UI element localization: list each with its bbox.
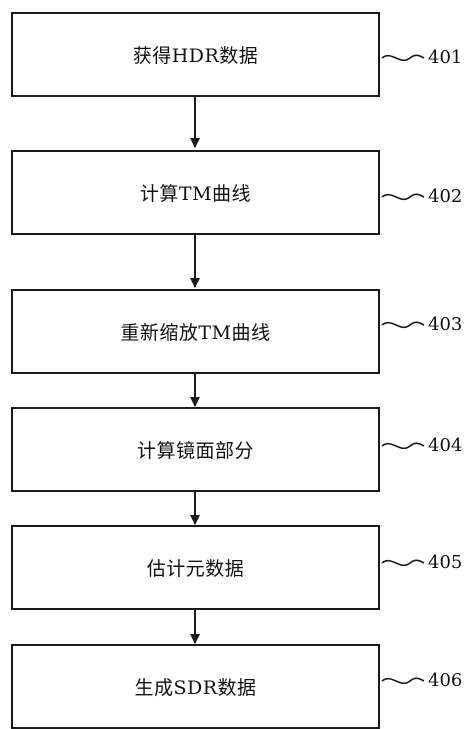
leader-line-403 bbox=[381, 321, 425, 329]
step-box-401: 获得HDR数据 bbox=[11, 12, 380, 97]
leader-line-402 bbox=[381, 193, 425, 201]
ref-number-402: 402 bbox=[428, 186, 463, 207]
step-label-402: 计算TM曲线 bbox=[139, 183, 252, 205]
step-label-405: 估计元数据 bbox=[146, 558, 245, 580]
leader-line-405 bbox=[381, 559, 425, 567]
step-box-402: 计算TM曲线 bbox=[11, 150, 380, 235]
ref-number-403: 403 bbox=[428, 314, 463, 335]
ref-number-406: 406 bbox=[428, 670, 463, 691]
step-label-403: 重新缩放TM曲线 bbox=[120, 322, 271, 344]
step-label-401: 获得HDR数据 bbox=[132, 45, 259, 67]
step-box-404: 计算镜面部分 bbox=[11, 407, 380, 492]
ref-number-405: 405 bbox=[428, 552, 463, 573]
ref-number-401: 401 bbox=[428, 47, 463, 68]
step-label-406: 生成SDR数据 bbox=[134, 677, 257, 699]
step-box-406: 生成SDR数据 bbox=[11, 644, 380, 729]
step-box-403: 重新缩放TM曲线 bbox=[11, 289, 380, 374]
step-label-404: 计算镜面部分 bbox=[136, 440, 254, 462]
leader-line-406 bbox=[381, 677, 425, 685]
leader-line-404 bbox=[381, 442, 425, 450]
step-box-405: 估计元数据 bbox=[11, 525, 380, 610]
leader-line-401 bbox=[381, 54, 425, 62]
ref-number-404: 404 bbox=[428, 435, 463, 456]
